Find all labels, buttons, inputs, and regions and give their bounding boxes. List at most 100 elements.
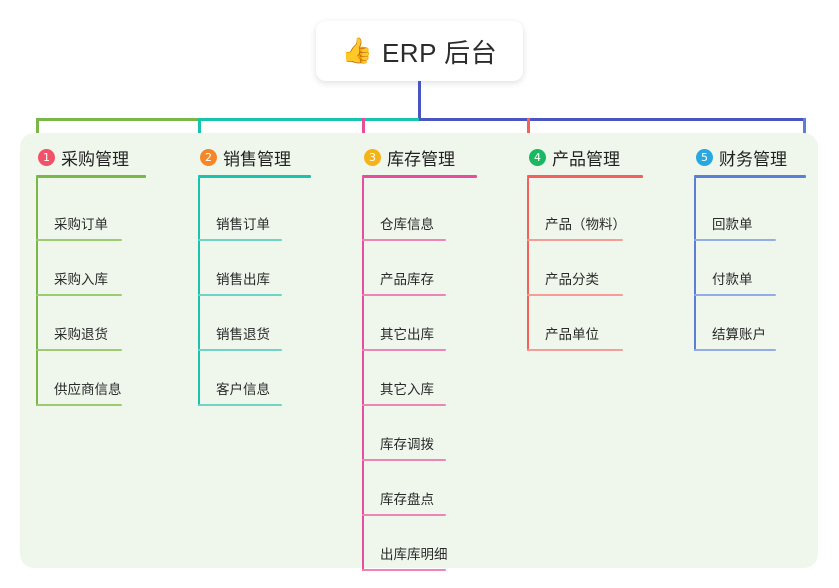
leaf-node[interactable]: 出库库明细: [362, 546, 448, 571]
leaf-node[interactable]: 产品（物料）: [527, 216, 626, 241]
leaf-node[interactable]: 采购退货: [36, 326, 122, 351]
leaf-label: 销售订单: [216, 217, 270, 232]
column-header-rule-1: [36, 175, 146, 178]
connector-segment-1: [36, 118, 201, 121]
leaf-label: 其它出库: [380, 327, 434, 342]
branch-column-5[interactable]: 5 财务管理回款单付款单结算账户: [694, 145, 806, 351]
column-badge-3: 3: [364, 148, 381, 166]
leaf-label: 采购退货: [54, 327, 108, 342]
connector-segment-3: [419, 118, 806, 121]
leaf-node[interactable]: 销售出库: [198, 271, 282, 296]
leaf-rule: [362, 239, 446, 241]
leaf-node[interactable]: 库存盘点: [362, 491, 446, 516]
leaf-node[interactable]: 回款单: [694, 216, 776, 241]
leaf-node[interactable]: 采购入库: [36, 271, 122, 296]
column-header-rule-5: [694, 175, 806, 178]
leaf-label: 产品分类: [545, 272, 599, 287]
leaf-node[interactable]: 付款单: [694, 271, 776, 296]
leaf-rule: [36, 239, 122, 241]
leaf-rule: [527, 239, 623, 241]
column-header-rule-2: [198, 175, 311, 178]
leaf-rule: [198, 349, 282, 351]
connector-segment-2: [198, 118, 422, 121]
leaf-node[interactable]: 产品单位: [527, 326, 623, 351]
leaf-label: 采购订单: [54, 217, 108, 232]
column-badge-1: 1: [38, 148, 55, 166]
leaf-node[interactable]: 采购订单: [36, 216, 122, 241]
leaf-label: 付款单: [712, 272, 753, 287]
leaf-node[interactable]: 其它出库: [362, 326, 446, 351]
leaf-rule: [198, 294, 282, 296]
leaf-node[interactable]: 产品库存: [362, 271, 446, 296]
column-trunk-1: [36, 178, 38, 406]
column-title-1: 采购管理: [61, 149, 129, 169]
leaf-rule: [362, 569, 446, 571]
column-title-4: 产品管理: [552, 149, 620, 169]
leaf-node[interactable]: 销售订单: [198, 216, 282, 241]
leaf-rule: [362, 349, 446, 351]
column-badge-4: 4: [529, 148, 546, 166]
leaf-label: 客户信息: [216, 382, 270, 397]
leaf-label: 出库库明细: [380, 547, 448, 562]
column-header-rule-4: [527, 175, 643, 178]
column-header-1[interactable]: 1 采购管理: [36, 145, 146, 169]
leaf-label: 产品单位: [545, 327, 599, 342]
leaf-rule: [362, 459, 446, 461]
leaf-rule: [36, 349, 122, 351]
leaf-label: 其它入库: [380, 382, 434, 397]
column-trunk-2: [198, 178, 200, 406]
column-title-5: 财务管理: [719, 149, 787, 169]
leaf-rule: [198, 404, 282, 406]
leaf-rule: [198, 239, 282, 241]
branch-column-3[interactable]: 3 库存管理仓库信息产品库存其它出库其它入库库存调拨库存盘点出库库明细: [362, 145, 477, 571]
leaf-rule: [362, 294, 446, 296]
leaf-label: 销售出库: [216, 272, 270, 287]
leaf-rule: [36, 404, 122, 406]
column-title-2: 销售管理: [223, 149, 291, 169]
column-trunk-4: [527, 178, 529, 351]
leaf-node[interactable]: 库存调拨: [362, 436, 446, 461]
leaf-node[interactable]: 供应商信息: [36, 381, 122, 406]
leaf-label: 采购入库: [54, 272, 108, 287]
column-header-4[interactable]: 4 产品管理: [527, 145, 643, 169]
column-items-3: 仓库信息产品库存其它出库其它入库库存调拨库存盘点出库库明细: [362, 178, 477, 571]
leaf-label: 销售退货: [216, 327, 270, 342]
leaf-node[interactable]: 结算账户: [694, 326, 776, 351]
leaf-label: 产品库存: [380, 272, 434, 287]
column-header-5[interactable]: 5 财务管理: [694, 145, 806, 169]
column-trunk-3: [362, 178, 364, 571]
leaf-label: 供应商信息: [54, 382, 122, 397]
leaf-label: 仓库信息: [380, 217, 434, 232]
column-items-2: 销售订单销售出库销售退货客户信息: [198, 178, 311, 406]
column-items-5: 回款单付款单结算账户: [694, 178, 806, 351]
leaf-rule: [362, 514, 446, 516]
column-header-rule-3: [362, 175, 477, 178]
leaf-label: 库存调拨: [380, 437, 434, 452]
column-title-3: 库存管理: [387, 149, 455, 169]
leaf-node[interactable]: 客户信息: [198, 381, 282, 406]
root-node[interactable]: 👍 ERP 后台: [316, 21, 523, 81]
leaf-node[interactable]: 其它入库: [362, 381, 446, 406]
leaf-label: 回款单: [712, 217, 753, 232]
leaf-node[interactable]: 仓库信息: [362, 216, 446, 241]
leaf-rule: [527, 349, 623, 351]
column-items-4: 产品（物料） 产品分类产品单位: [527, 178, 643, 351]
leaf-label: 结算账户: [712, 327, 766, 342]
leaf-node[interactable]: 产品分类: [527, 271, 623, 296]
root-node-title: ERP 后台: [381, 37, 498, 68]
thumbs-up-icon: 👍: [341, 36, 373, 65]
column-items-1: 采购订单采购入库采购退货供应商信息: [36, 178, 146, 406]
column-badge-5: 5: [696, 148, 713, 166]
branch-column-1[interactable]: 1 采购管理采购订单采购入库采购退货供应商信息: [36, 145, 146, 406]
leaf-rule: [694, 239, 776, 241]
leaf-label: 库存盘点: [380, 492, 434, 507]
column-header-3[interactable]: 3 库存管理: [362, 145, 477, 169]
leaf-node[interactable]: 销售退货: [198, 326, 282, 351]
leaf-rule: [527, 294, 623, 296]
branch-column-4[interactable]: 4 产品管理产品（物料） 产品分类产品单位: [527, 145, 643, 351]
leaf-rule: [694, 349, 776, 351]
root-stem: [418, 81, 421, 121]
